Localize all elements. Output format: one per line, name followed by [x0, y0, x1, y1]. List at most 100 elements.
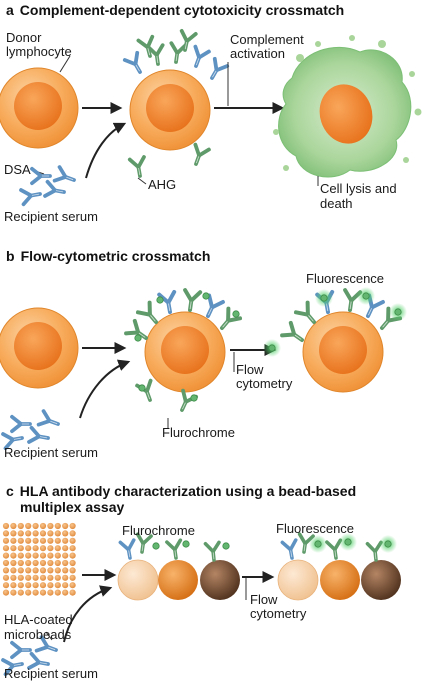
fluorochrome-dot [320, 294, 328, 302]
panel-b [0, 287, 407, 451]
microbead [62, 559, 69, 567]
microbead [10, 559, 17, 567]
arrow-c-serum [63, 585, 113, 643]
microbead [54, 574, 61, 581]
panel-a-letter: a [6, 2, 14, 18]
bound-antibody-icon [297, 532, 315, 554]
bound-antibody-icon [280, 320, 304, 342]
complement-label-line1: Complement [230, 32, 304, 47]
bound-antibodies [122, 29, 230, 80]
microbead [17, 552, 24, 559]
microbead [32, 522, 39, 530]
microbead [10, 537, 17, 544]
antibodies-c [1, 532, 397, 677]
microbead [62, 552, 69, 559]
microbead [2, 552, 10, 559]
bead-light-1 [117, 559, 159, 601]
serum-antibody-icon [1, 432, 24, 451]
microbead [25, 589, 32, 596]
lysis-label-line2: death [320, 196, 353, 211]
microbead [47, 567, 54, 574]
microbead [54, 545, 61, 552]
microbead [47, 530, 54, 537]
microbead [47, 559, 54, 567]
microbead [10, 545, 17, 552]
microbead [25, 522, 32, 530]
dsa-label: DSA [4, 162, 31, 177]
microbead [54, 530, 61, 537]
fluorochrome-dot [202, 292, 210, 300]
bound-antibody-icon [135, 532, 153, 554]
microbead [39, 545, 47, 552]
microbead [69, 559, 76, 567]
free-antibodies [19, 142, 211, 207]
microbead [32, 530, 39, 537]
fluorochrome-dot [138, 384, 146, 392]
microbead [25, 559, 32, 567]
bound-antibody-icon [179, 29, 198, 52]
microbead [47, 545, 54, 552]
lysis-label-line1: Cell lysis and [320, 181, 397, 196]
complement-label-line2: activation [230, 46, 285, 61]
microbead [25, 545, 32, 552]
ahg-antibody-icon [127, 155, 146, 178]
microbead [2, 567, 10, 574]
recipient-serum-label-b: Recipient serum [4, 445, 98, 460]
microbead [47, 582, 54, 589]
microbead [2, 574, 10, 581]
panel-b-letter: b [6, 248, 15, 264]
ahg-pointer-line [137, 177, 147, 185]
microbead [32, 589, 39, 596]
microbead [62, 530, 69, 537]
panel-c-title-line2: multiplex assay [20, 499, 125, 515]
bound-antibody-icon [183, 288, 203, 312]
microbead [39, 522, 47, 530]
microbead [62, 567, 69, 574]
bound-antibody-icon [165, 538, 183, 560]
antibody-bound-cell-b [144, 311, 226, 393]
bound-antibody-icon [122, 50, 142, 74]
microbead [32, 545, 39, 552]
microbead [47, 522, 54, 530]
microbead [62, 522, 69, 530]
serum-antibody-icon [10, 414, 32, 434]
microbead [17, 545, 24, 552]
microbead [62, 574, 69, 581]
bound-antibody-icon [293, 300, 316, 324]
panel-c-title-line1: c HLA antibody characterization using a b… [6, 483, 356, 500]
bound-antibody-icon [118, 538, 136, 560]
lysed-cell [273, 35, 422, 178]
microbead [17, 537, 24, 544]
microbead [25, 567, 32, 574]
microbead [2, 537, 10, 544]
fluorochrome-dot [182, 540, 190, 548]
panel-c-title-text-1: HLA antibody characterization using a be… [19, 483, 357, 499]
microbead [32, 582, 39, 589]
microbead [25, 574, 32, 581]
microbead [10, 552, 17, 559]
microbead [10, 522, 17, 530]
microbead [39, 582, 47, 589]
fluorochrome-dot [134, 334, 142, 342]
microbead [2, 559, 10, 567]
flow-label-c-line2: cytometry [250, 606, 307, 621]
panel-c-letter: c [6, 483, 14, 499]
microbead [32, 574, 39, 581]
microbead [32, 567, 39, 574]
microbead [69, 537, 76, 544]
fluorochrome-dot [362, 292, 370, 300]
bound-antibody-icon [280, 538, 298, 560]
microbead [17, 582, 24, 589]
microbead [25, 530, 32, 537]
microbead [62, 545, 69, 552]
microbead [39, 552, 47, 559]
microbead [25, 582, 32, 589]
microbead [39, 530, 47, 537]
antibodies-b [1, 287, 407, 451]
donor-lymphocyte-cell [0, 67, 79, 149]
microbead [47, 552, 54, 559]
microbead [10, 567, 17, 574]
microbead-grid [2, 522, 76, 596]
bound-antibody-icon [210, 56, 230, 80]
